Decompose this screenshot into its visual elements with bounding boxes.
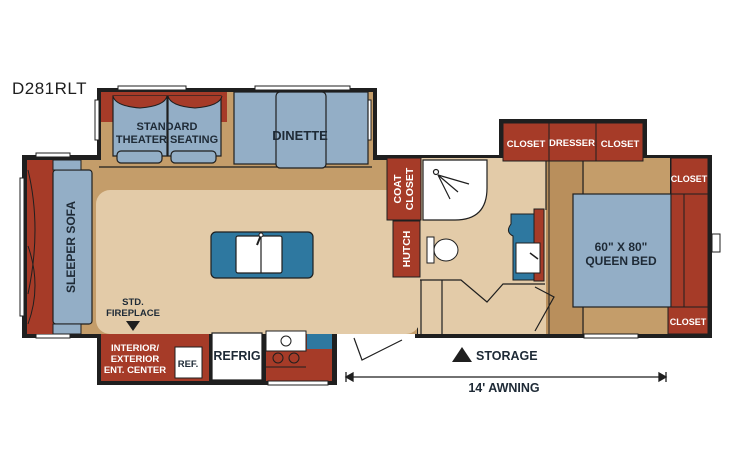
model-name: D281RLT: [12, 79, 87, 98]
fireplace-arrow-icon: [126, 321, 140, 331]
dinette-label: DINETTE: [272, 128, 328, 143]
storage-arrow-icon: [452, 347, 472, 362]
coat-closet-hutch: COAT CLOSET HUTCH: [386, 157, 422, 278]
shower-head-icon: [432, 168, 470, 200]
fireplace: STD. FIREPLACE: [106, 297, 160, 331]
theater-label-1: STANDARD: [137, 121, 198, 133]
theater-label-2: THEATER SEATING: [116, 134, 218, 146]
sleeper-sofa: SLEEPER SOFA: [27, 159, 93, 335]
exterior-annotations: STORAGE 14' AWNING: [344, 347, 668, 395]
entry-door: [337, 334, 415, 361]
toilet-icon: [426, 236, 459, 264]
bedroom: CLOSET DRESSER CLOSET 60" X 80" QUEEN BE…: [502, 122, 709, 335]
ent-center-label-3: ENT. CENTER: [104, 365, 166, 376]
awning-label: 14' AWNING: [468, 381, 539, 395]
fireplace-label-1: STD.: [122, 297, 144, 308]
kitchen-counter: INTERIOR/ EXTERIOR ENT. CENTER REF. REFR…: [101, 330, 332, 386]
fireplace-label-2: FIREPLACE: [106, 308, 160, 319]
storage-label: STORAGE: [476, 349, 538, 363]
bathroom: [420, 158, 555, 334]
closet-right-top-label: CLOSET: [671, 174, 708, 184]
ref-small-label: REF.: [178, 359, 199, 370]
dinette: DINETTE: [233, 91, 369, 169]
sofa-label: SLEEPER SOFA: [64, 201, 78, 293]
bed-label-2: QUEEN BED: [585, 254, 657, 268]
coat-closet-label-1: COAT: [392, 174, 404, 204]
closet-top-right-label: CLOSET: [601, 139, 640, 150]
dresser-label: DRESSER: [549, 138, 595, 149]
ent-center-label-1: INTERIOR/: [111, 343, 159, 354]
awning-dimension-line: [344, 371, 668, 383]
hutch-label: HUTCH: [401, 231, 413, 268]
closet-right-bottom-label: CLOSET: [670, 317, 707, 327]
theater-seating: STANDARD THEATER SEATING: [99, 92, 372, 168]
refrig-label: REFRIG: [213, 349, 260, 363]
bed-label-1: 60" X 80": [595, 240, 648, 254]
closet-top-left-label: CLOSET: [507, 139, 546, 150]
kitchen-island: [210, 231, 314, 279]
ent-center-label-2: EXTERIOR: [111, 354, 160, 365]
coat-closet-label-2: CLOSET: [404, 167, 416, 210]
